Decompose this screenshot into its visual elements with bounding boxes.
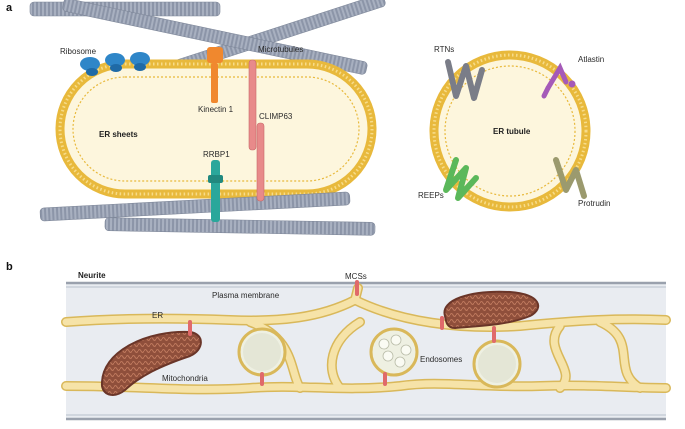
mcs-tether-group	[188, 280, 496, 386]
ribosome-icon	[105, 53, 125, 72]
label-mitochondria: Mitochondria	[162, 374, 208, 383]
label-plasma-membrane: Plasma membrane	[212, 291, 280, 300]
er-tubule-inner-leaflet	[444, 65, 576, 197]
panel-a-letter: a	[6, 2, 13, 14]
mitochondrion-left	[100, 330, 202, 396]
climp63-protein	[248, 59, 265, 202]
label-atlastin: Atlastin	[578, 55, 604, 64]
er-network	[61, 283, 671, 395]
microtubule-bottom-b	[104, 217, 376, 236]
label-ribosome: Ribosome	[60, 47, 97, 56]
label-climp63: CLIMP63	[259, 112, 293, 121]
endosome-right	[472, 339, 522, 389]
label-neurite: Neurite	[78, 271, 106, 280]
label-reeps: REEPs	[418, 191, 444, 200]
mitochondrion-right	[443, 290, 540, 330]
label-microtubules: Microtubules	[258, 45, 303, 54]
label-er: ER	[152, 311, 163, 320]
label-protrudin: Protrudin	[578, 199, 610, 208]
label-rrbp1: RRBP1	[203, 150, 230, 159]
endosome-left	[237, 327, 287, 377]
kinectin-protein	[207, 47, 223, 103]
rtns-protein	[445, 59, 485, 101]
label-mcss: MCSs	[345, 272, 367, 281]
microtubule-bottom-a	[39, 191, 351, 222]
panel-b-letter: b	[6, 261, 13, 273]
er-tubule-lipid-heads	[432, 53, 588, 209]
label-er-tubule: ER tubule	[493, 127, 531, 136]
protrudin-protein	[553, 157, 587, 199]
ribosome-group	[80, 52, 150, 76]
label-rtns: RTNs	[434, 45, 454, 54]
rrbp1-protein	[208, 160, 223, 222]
label-kinectin: Kinectin 1	[198, 105, 234, 114]
microtubule-top-diagonal-b	[62, 0, 368, 75]
ribosome-icon	[80, 57, 100, 76]
atlastin-protein	[541, 62, 576, 99]
ribosome-icon	[130, 52, 150, 71]
endosome-multivesicular	[369, 327, 419, 377]
label-er-sheets: ER sheets	[99, 130, 138, 139]
label-endosomes: Endosomes	[420, 355, 462, 364]
reeps-protein	[443, 157, 479, 201]
